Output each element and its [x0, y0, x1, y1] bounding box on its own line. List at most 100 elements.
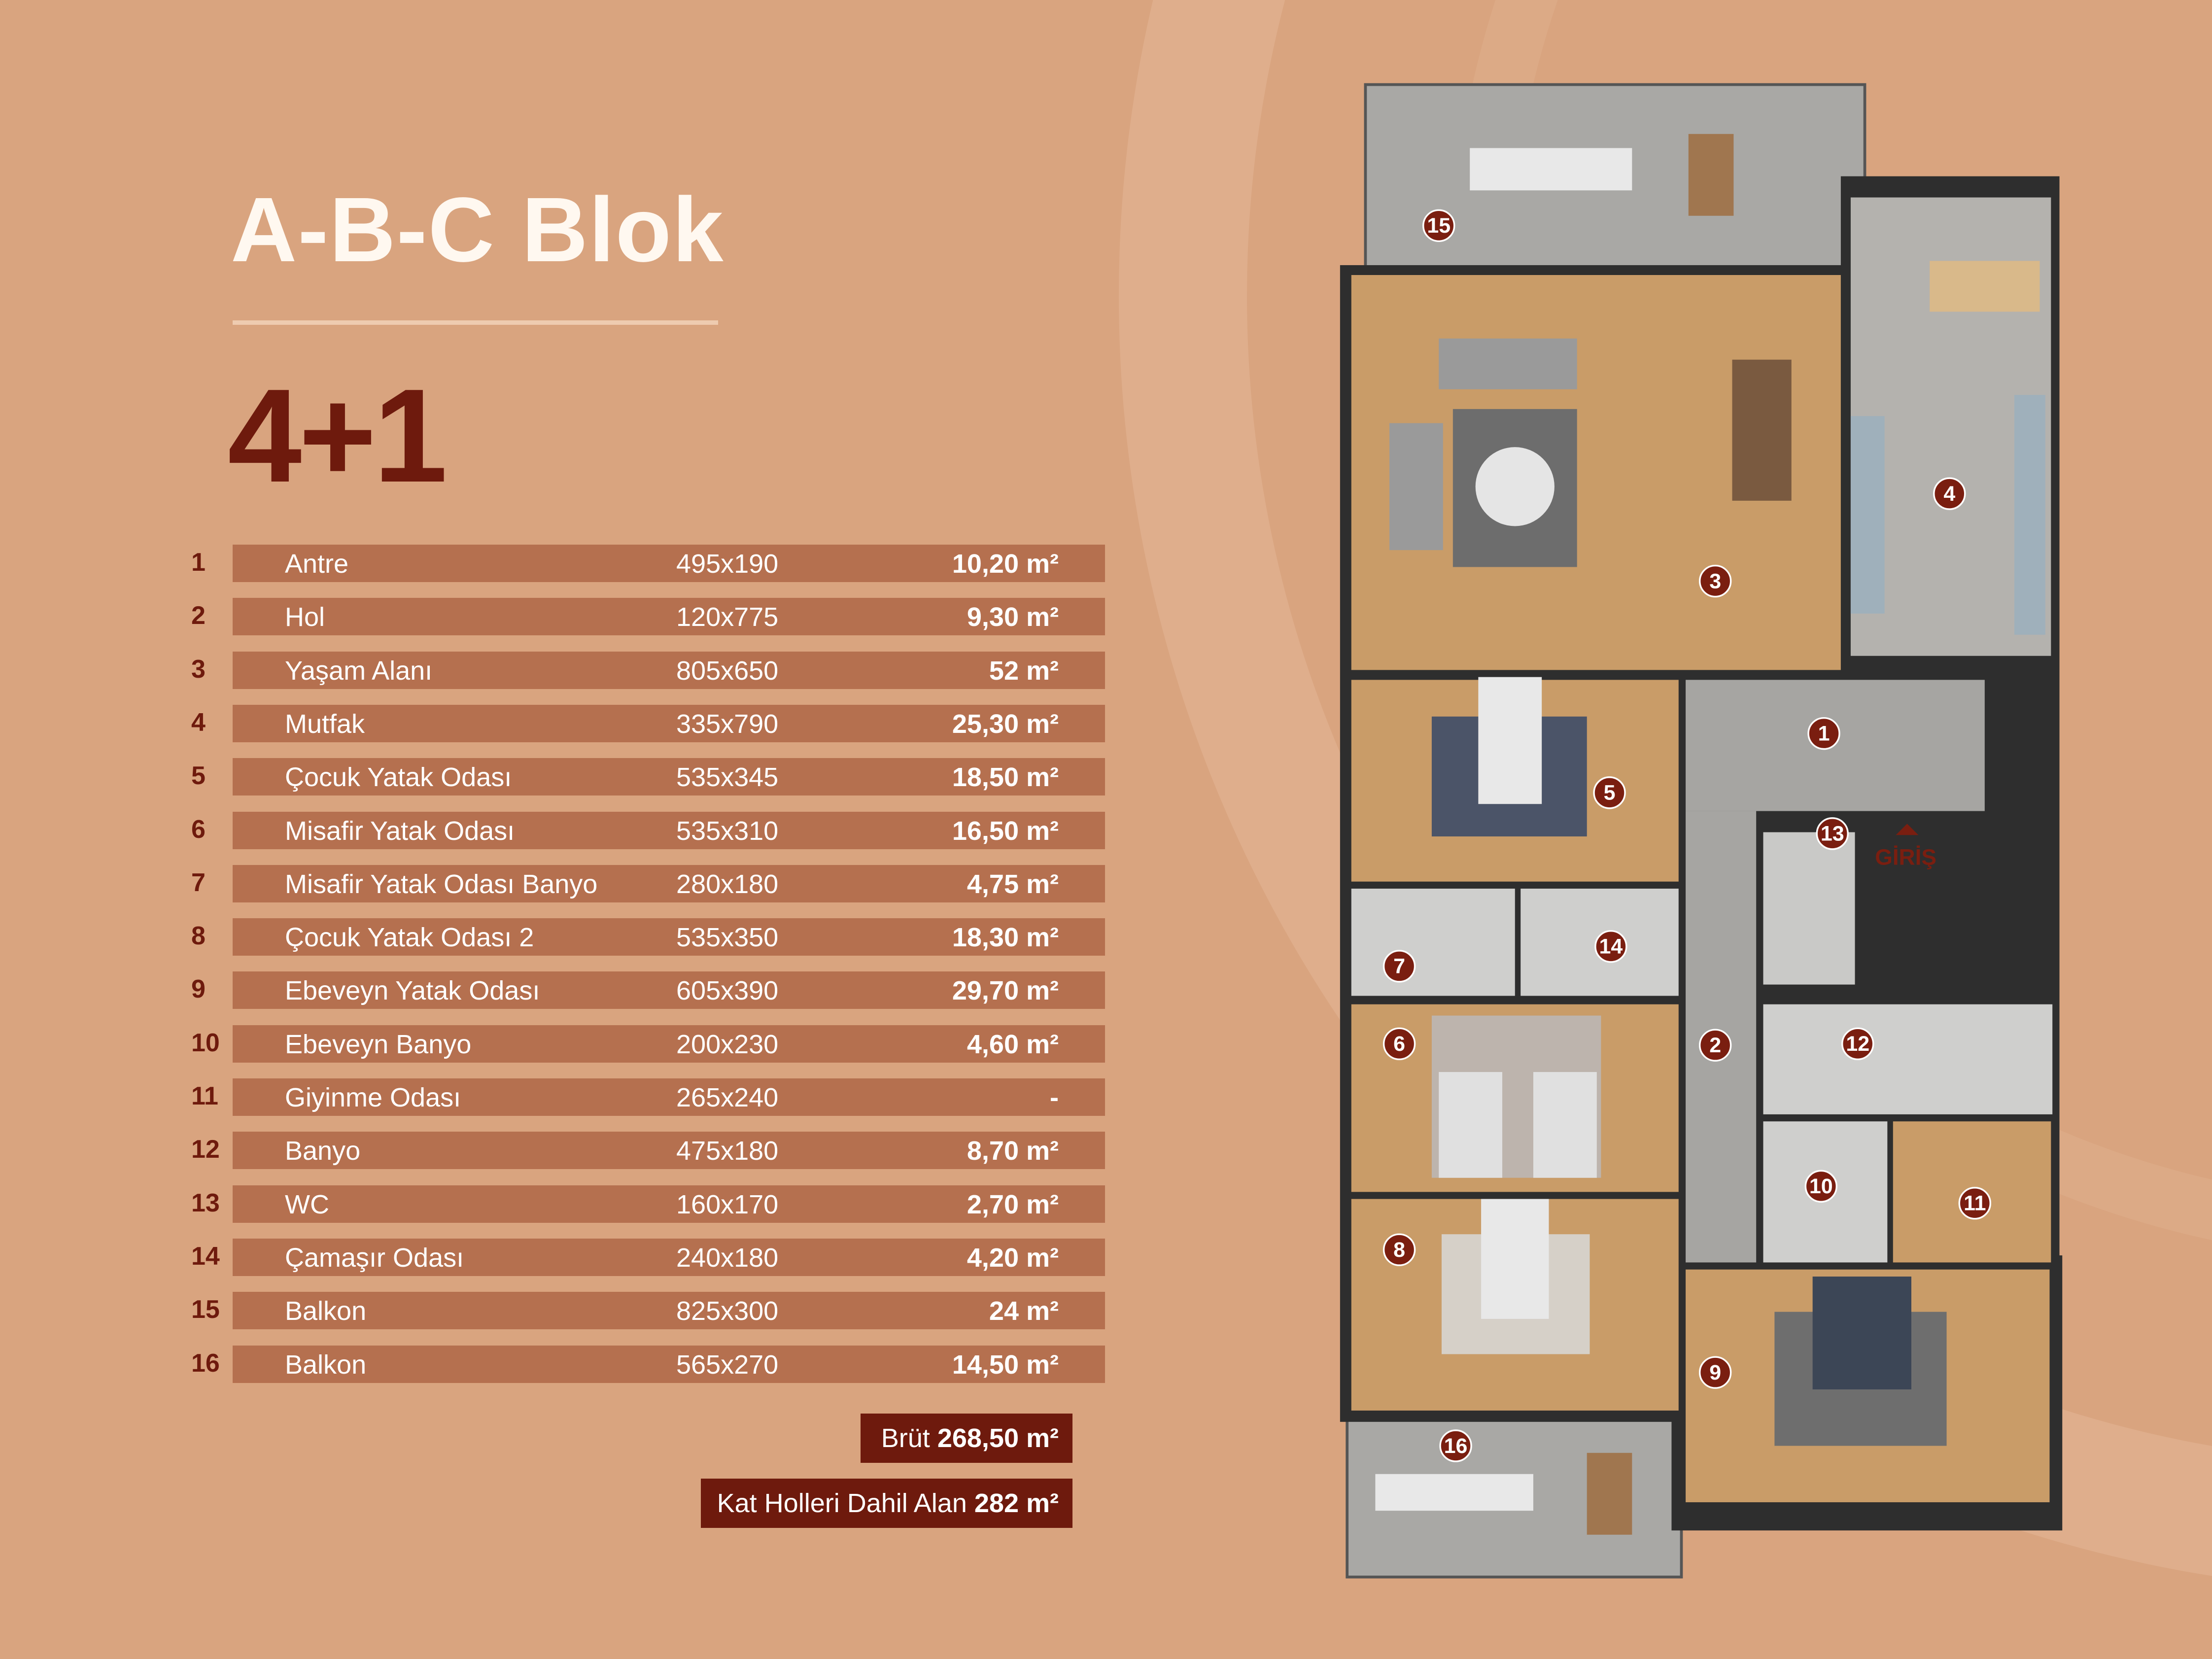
svg-text:2: 2	[1709, 1034, 1721, 1057]
room-marker-14: 14	[1594, 930, 1627, 963]
svg-text:7: 7	[1393, 955, 1405, 978]
room-bar: Ebeveyn Banyo 200x230 4,60 m²	[233, 1025, 1105, 1063]
room-dimensions: 120x775	[676, 602, 779, 632]
room-marker-16: 16	[1439, 1429, 1472, 1462]
room-area: 8,70 m²	[967, 1136, 1059, 1166]
room-marker-1: 1	[1807, 717, 1840, 750]
room-area: 25,30 m²	[952, 709, 1059, 739]
total-area-label: Kat Holleri Dahil Alan	[717, 1488, 967, 1518]
room-name: Hol	[285, 602, 325, 632]
room-number: 1	[191, 548, 206, 577]
gross-area-value: 268,50 m²	[937, 1423, 1059, 1453]
svg-text:15: 15	[1427, 214, 1451, 238]
svg-text:9: 9	[1709, 1361, 1721, 1384]
room-area: 4,20 m²	[967, 1243, 1059, 1273]
room-name: Banyo	[285, 1136, 361, 1166]
svg-text:5: 5	[1604, 781, 1616, 805]
title-divider	[233, 320, 718, 325]
room-name: Yaşam Alanı	[285, 656, 433, 686]
room-marker-3: 3	[1698, 564, 1732, 598]
table-row: 13 WC 160x170 2,70 m²	[0, 1185, 1109, 1223]
room-area: 9,30 m²	[967, 602, 1059, 632]
svg-text:3: 3	[1709, 569, 1721, 593]
svg-text:16: 16	[1444, 1434, 1468, 1458]
svg-text:13: 13	[1821, 822, 1844, 846]
room-area: 18,50 m²	[952, 762, 1059, 793]
room-number: 15	[191, 1295, 220, 1324]
table-row: 2 Hol 120x775 9,30 m²	[0, 598, 1109, 636]
room-bar: Yaşam Alanı 805x650 52 m²	[233, 651, 1105, 689]
room-area: 2,70 m²	[967, 1189, 1059, 1219]
entrance-arrow-icon	[1896, 824, 1919, 835]
room-name: Balkon	[285, 1349, 367, 1380]
page-title: A-B-C Blok	[231, 179, 725, 281]
room-dimensions: 805x650	[676, 656, 779, 686]
room-dimensions: 265x240	[676, 1083, 779, 1112]
room-dimensions: 160x170	[676, 1189, 779, 1219]
room-number: 6	[191, 815, 206, 844]
room-name: Mutfak	[285, 709, 365, 739]
svg-text:8: 8	[1393, 1238, 1405, 1262]
room-wc-13	[1763, 832, 1855, 985]
room-marker-9: 9	[1698, 1356, 1732, 1389]
room-name: Antre	[285, 549, 349, 579]
svg-text:11: 11	[1964, 1192, 1986, 1215]
room-marker-2: 2	[1698, 1029, 1732, 1062]
room-area: 24 m²	[989, 1296, 1059, 1326]
room-marker-6: 6	[1382, 1027, 1416, 1061]
room-number: 16	[191, 1348, 220, 1378]
room-name: Ebeveyn Banyo	[285, 1029, 472, 1059]
room-bar: Mutfak 335x790 25,30 m²	[233, 704, 1105, 742]
room-marker-8: 8	[1382, 1233, 1416, 1266]
svg-text:14: 14	[1599, 935, 1623, 959]
room-name: Ebeveyn Yatak Odası	[285, 976, 540, 1006]
room-dimensions: 495x190	[676, 549, 779, 579]
room-name: Giyinme Odası	[285, 1083, 461, 1112]
room-area: 4,75 m²	[967, 869, 1059, 899]
room-number: 8	[191, 922, 206, 951]
room-number: 9	[191, 975, 206, 1004]
room-area: 29,70 m²	[952, 976, 1059, 1006]
room-dimensions: 565x270	[676, 1349, 779, 1380]
room-area: 4,60 m²	[967, 1029, 1059, 1059]
entrance-label: GİRİŞ	[1875, 844, 1936, 869]
room-marker-7: 7	[1382, 950, 1416, 983]
svg-text:1: 1	[1818, 722, 1830, 745]
gross-area-badge: Brüt 268,50 m²	[861, 1414, 1072, 1463]
room-area: 18,30 m²	[952, 923, 1059, 953]
room-bar: Hol 120x775 9,30 m²	[233, 598, 1105, 636]
room-name: WC	[285, 1189, 329, 1219]
room-number: 13	[191, 1188, 220, 1217]
room-number: 14	[191, 1242, 220, 1271]
room-dimensions: 200x230	[676, 1029, 779, 1059]
room-area: 52 m²	[989, 656, 1059, 686]
room-dimensions: 535x345	[676, 762, 779, 793]
room-bath-7	[1351, 888, 1515, 996]
total-area-value: 282 m²	[974, 1488, 1059, 1518]
room-name: Misafir Yatak Odası Banyo	[285, 869, 598, 899]
room-number: 2	[191, 601, 206, 630]
room-dimensions: 335x790	[676, 709, 779, 739]
room-name: Balkon	[285, 1296, 367, 1326]
room-bath-12	[1763, 1004, 2053, 1114]
room-dimensions: 240x180	[676, 1243, 779, 1273]
room-entry-1	[1686, 680, 1985, 811]
room-number: 11	[191, 1082, 218, 1110]
room-marker-4: 4	[1933, 477, 1966, 510]
total-area-badge: Kat Holleri Dahil Alan 282 m²	[701, 1479, 1072, 1528]
